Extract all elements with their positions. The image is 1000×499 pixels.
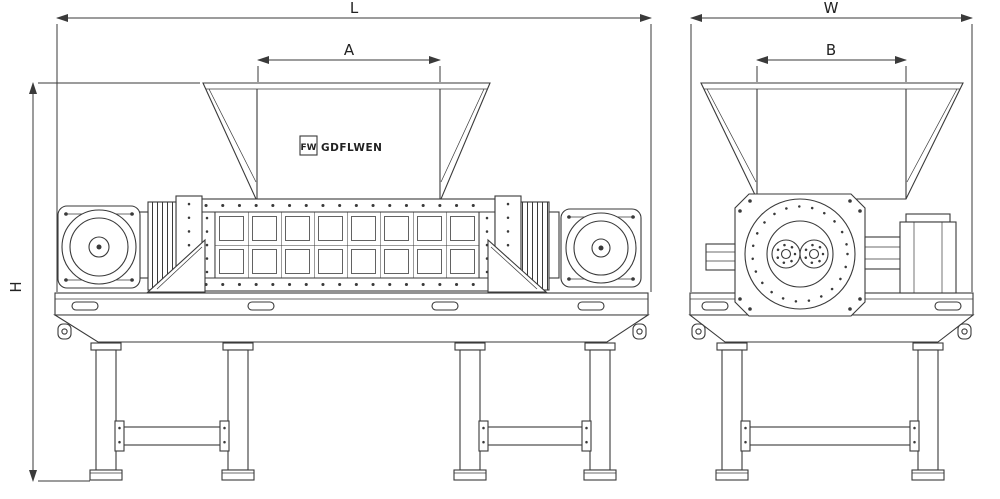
leg [583, 342, 617, 481]
brand-logo-mark-box [299, 135, 318, 156]
dim-label-B: B [826, 41, 836, 59]
brand-logo: FW GDFLWEN [299, 135, 382, 156]
motor-left [57, 205, 141, 289]
brand-logo-name: GDFLWEN [321, 142, 382, 154]
frame-slot [701, 301, 729, 311]
cross-beam-left [114, 420, 230, 452]
dimension-H: H [7, 82, 200, 482]
shaft-right [799, 239, 829, 269]
dim-label-L: L [350, 0, 359, 17]
front-view: W B [688, 0, 975, 481]
lifting-lug [57, 323, 72, 340]
leg [221, 342, 255, 481]
dimension-A: A [257, 41, 441, 82]
leg [911, 342, 945, 481]
chamber-panel-grid [214, 211, 480, 279]
dimension-L: L [56, 0, 652, 292]
cutting-chamber [198, 198, 496, 292]
rotor-face-inner [766, 220, 834, 288]
dim-label-A: A [344, 41, 355, 59]
bearing-block-cap [905, 213, 951, 223]
brand-logo-mark: FW [300, 143, 316, 153]
dim-label-W: W [824, 0, 839, 17]
dimension-W: W [690, 0, 973, 292]
drive-assembly-front [864, 213, 957, 294]
dimension-B: B [756, 41, 907, 82]
hopper-side: FW GDFLWEN [202, 82, 491, 200]
frame-slot [431, 301, 459, 311]
bracket-right [487, 238, 548, 293]
housing-left-bracket-body [705, 243, 736, 271]
rotor-face-outer [744, 198, 856, 310]
leg [89, 342, 123, 481]
frame-slot [934, 301, 962, 311]
support-brackets [146, 238, 548, 293]
hopper-front [700, 82, 964, 200]
leg [715, 342, 749, 481]
legs-side [89, 342, 617, 481]
lifting-lug [957, 323, 972, 340]
frame-slot [577, 301, 605, 311]
legs-front [715, 342, 945, 481]
base-frame-side [53, 292, 650, 343]
frame-slot [247, 301, 275, 311]
shaft-left [771, 239, 801, 269]
frame-taper-side [53, 314, 650, 343]
dim-label-H: H [7, 281, 25, 292]
hopper-side-body [202, 82, 491, 200]
lifting-lug [691, 323, 706, 340]
bearing-block [899, 221, 957, 294]
gearbox-right-endplate [548, 211, 560, 279]
lifting-lug [632, 323, 647, 340]
cross-beam-front [740, 420, 920, 452]
rotor-housing [734, 193, 866, 317]
housing-left-bracket [705, 243, 736, 271]
drive-shaft-arm [864, 236, 904, 270]
rotor-bolt-ring [751, 205, 849, 303]
cross-beam-right [478, 420, 592, 452]
frame-slot [71, 301, 99, 311]
hopper-front-body [700, 82, 964, 200]
leg [453, 342, 487, 481]
frame-taper-front [688, 314, 975, 343]
side-view: L A H FW GDFLWEN [7, 0, 652, 482]
frame-beam-side [54, 292, 649, 316]
bracket-left [146, 238, 206, 293]
motor-right [560, 208, 642, 288]
